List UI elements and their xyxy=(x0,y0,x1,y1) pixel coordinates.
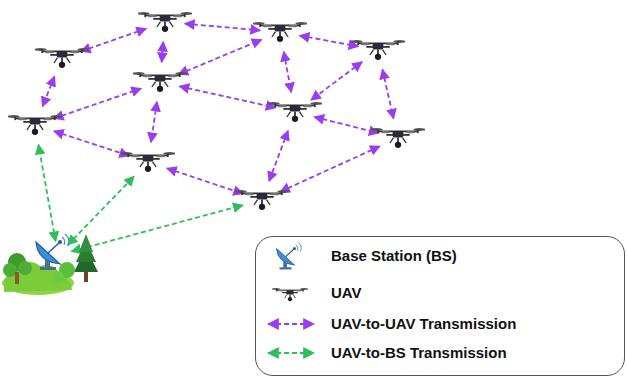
uav-link xyxy=(284,52,292,93)
uav-link xyxy=(151,102,157,142)
uav-link xyxy=(300,36,359,47)
bs-link-sample xyxy=(268,352,314,354)
uav-icon xyxy=(7,115,63,135)
bs-link xyxy=(72,205,243,251)
uav-link xyxy=(269,131,288,182)
bs-link xyxy=(39,145,56,242)
bs-link xyxy=(68,176,134,245)
uav-link xyxy=(311,62,362,100)
base-station-sample xyxy=(277,243,302,270)
uav-link-sample xyxy=(268,323,314,325)
uav-icon xyxy=(137,12,193,32)
uav-link xyxy=(54,89,141,119)
uav-link xyxy=(162,42,164,62)
legend-label: UAV-to-BS Transmission xyxy=(331,343,507,363)
uav-icon xyxy=(234,190,290,210)
uav-icon xyxy=(120,152,176,172)
uav-icon xyxy=(370,128,426,148)
uav-icon xyxy=(252,22,308,42)
uav-link xyxy=(180,86,276,107)
uav-icon xyxy=(267,102,323,122)
legend-label: UAV-to-UAV Transmission xyxy=(331,314,516,334)
uav-icon xyxy=(350,40,406,60)
uav-link xyxy=(43,77,55,107)
uav-link xyxy=(280,146,380,191)
uav-sample xyxy=(271,288,308,301)
legend-label: Base Station (BS) xyxy=(331,246,457,266)
uav-link xyxy=(179,40,262,75)
uav-link xyxy=(382,70,393,119)
uav-link xyxy=(314,117,378,133)
uav-link xyxy=(54,131,129,156)
uav-icon xyxy=(132,72,188,92)
uav-link xyxy=(81,29,146,52)
legend-label: UAV xyxy=(331,283,362,303)
uav-link xyxy=(185,24,260,31)
legend-box: Base Station (BS) UAV UAV-to-UAV Transmiss… xyxy=(255,236,625,376)
uav-link xyxy=(167,168,243,193)
base-station-scene xyxy=(2,234,98,295)
uav-icon xyxy=(34,48,90,68)
